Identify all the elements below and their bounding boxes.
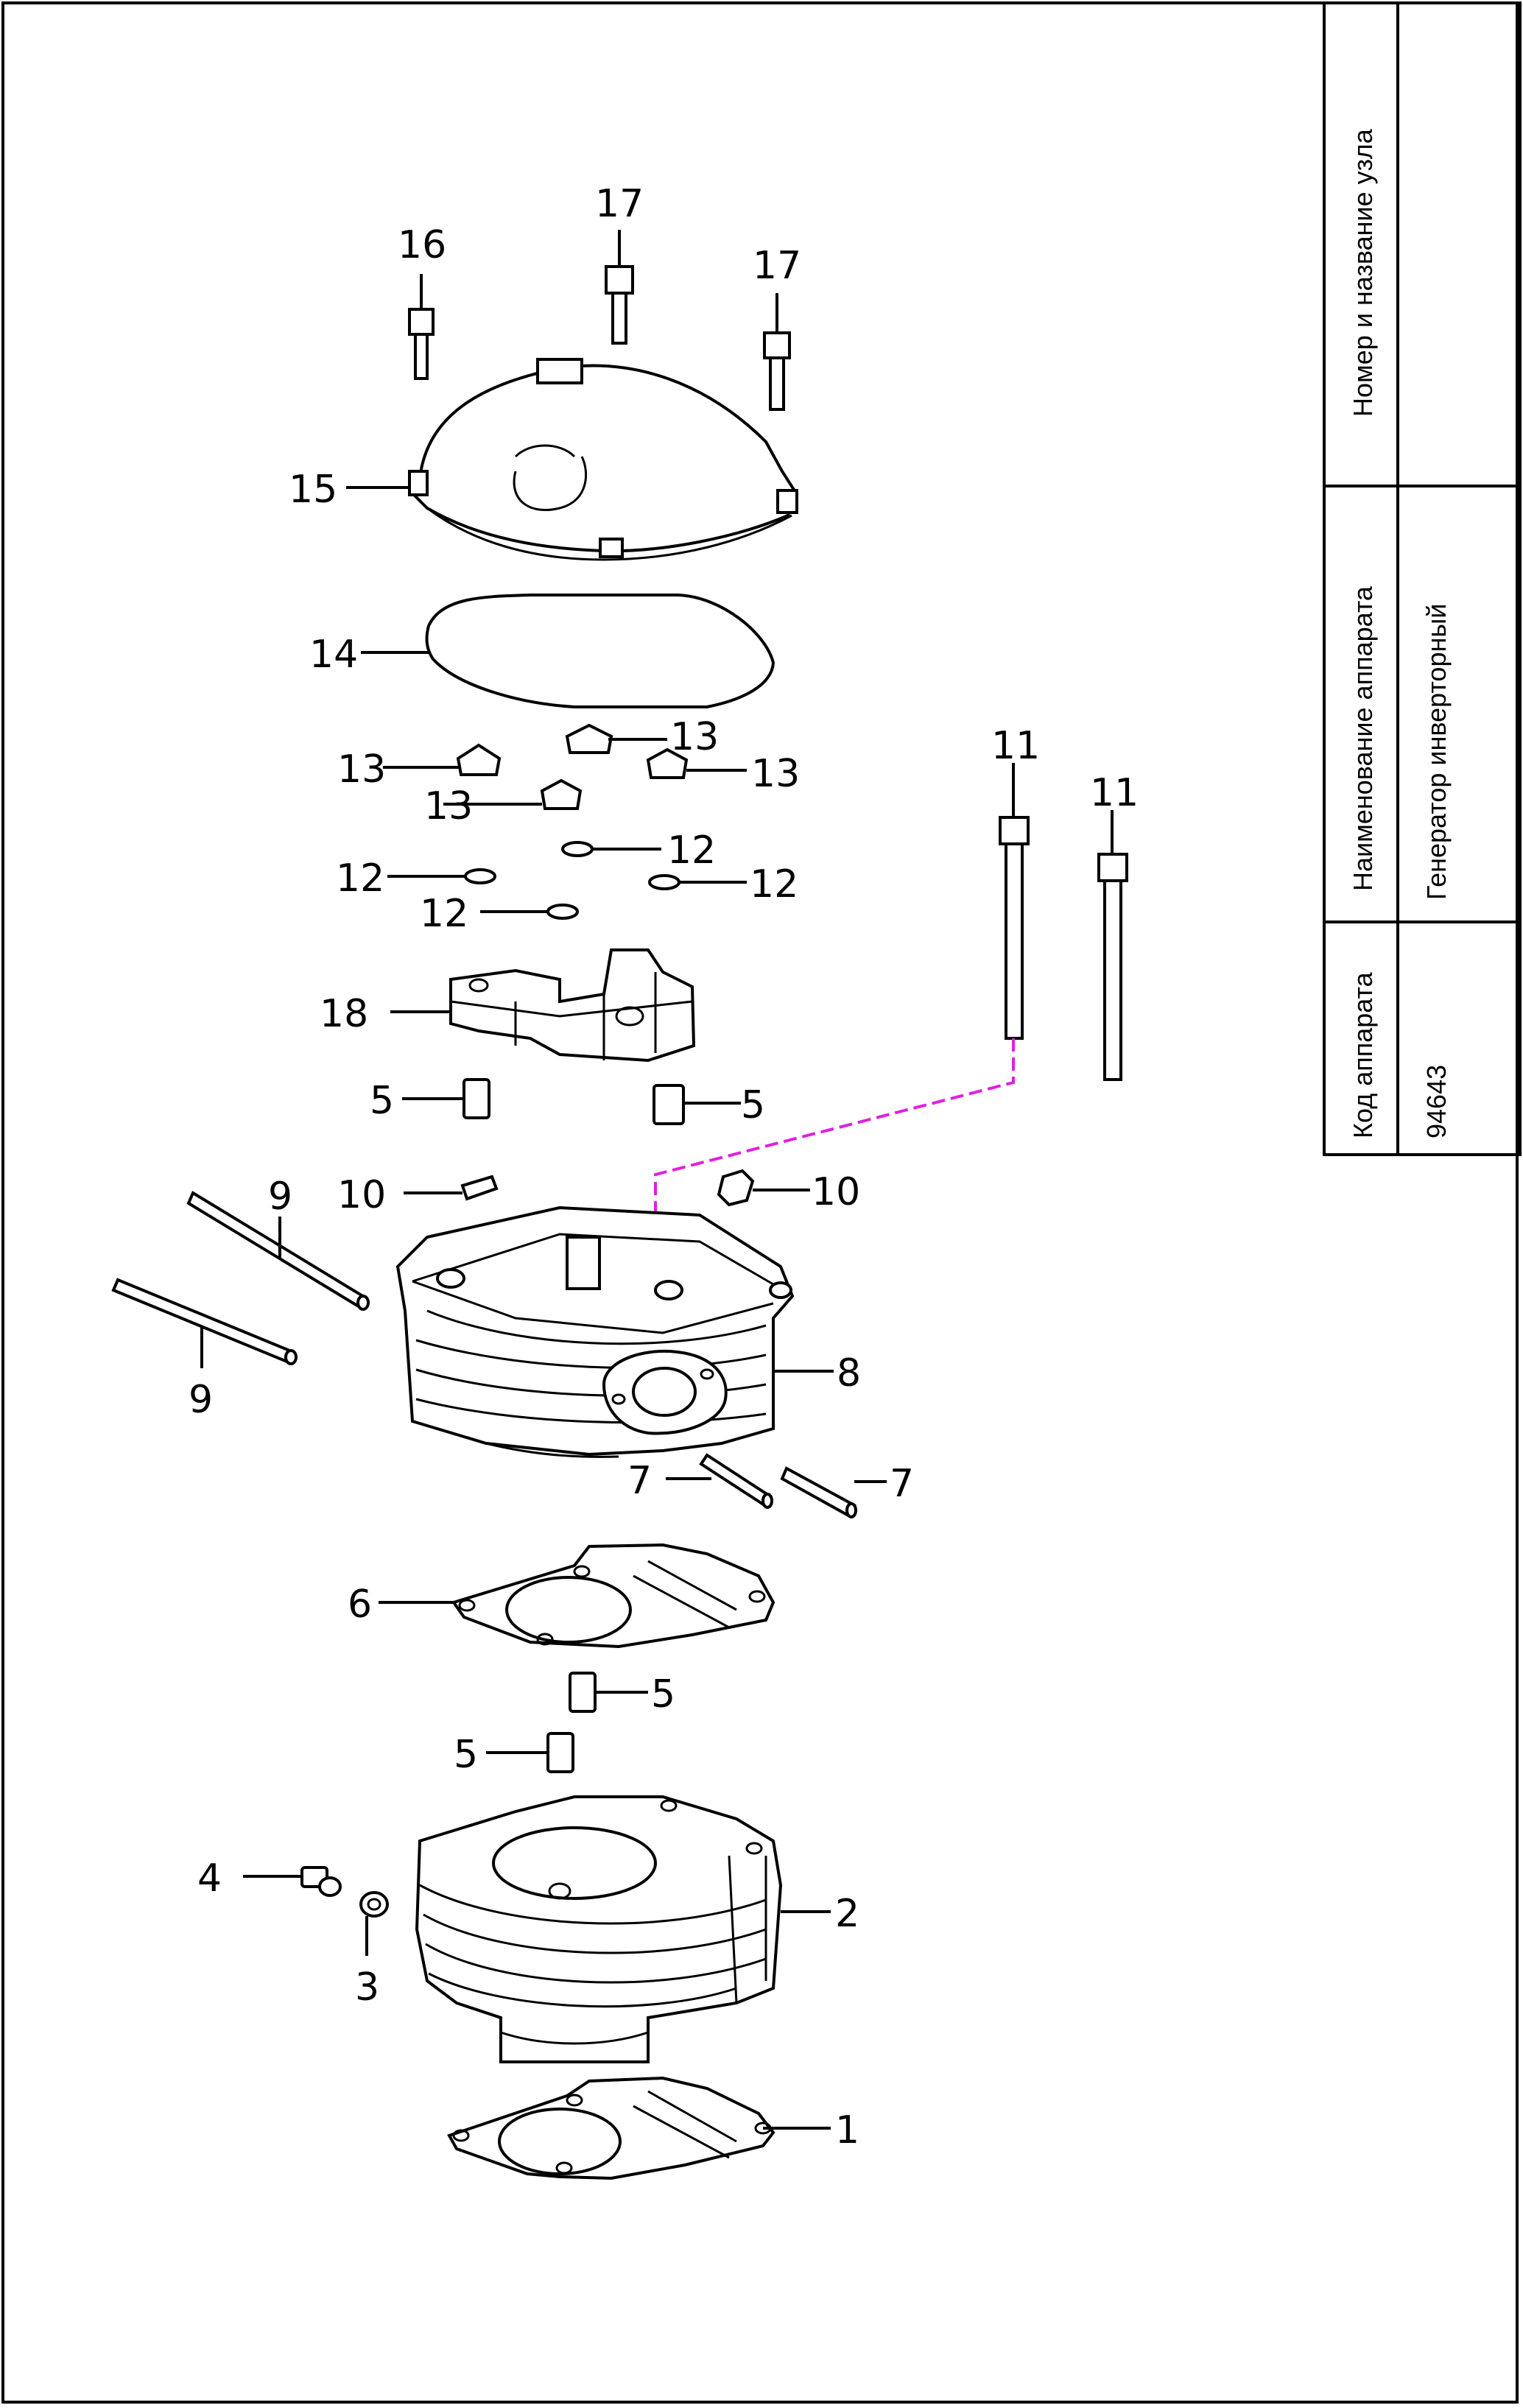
callout-18: 18 [320,992,368,1036]
washer-12-b [464,868,496,884]
callout-11: 11 [1090,771,1139,815]
title-block: Номер и название узла Наименование аппар… [1323,1,1522,1156]
dowel-5-c [569,1672,597,1713]
washer-3 [359,1891,389,1918]
callout-11: 11 [991,724,1040,768]
nut-13-b [456,743,502,776]
callout-5: 5 [651,1672,675,1717]
dowel-5-d [546,1732,574,1773]
title-block-device-name-label-cell: Наименование аппарата [1323,485,1399,923]
callout-2: 2 [835,1892,859,1936]
callout-12: 12 [667,828,716,873]
callout-12: 12 [336,856,384,901]
title-block-device-code-label-cell: Код аппарата [1323,920,1399,1156]
plug-10-b [717,1169,755,1207]
pin-7-b [780,1466,857,1518]
cylinder-block [415,1795,783,2063]
callout-12: 12 [420,892,468,936]
camshaft-holder [449,948,696,1063]
plug-10-a [460,1175,499,1201]
callout-17: 17 [595,182,644,226]
callout-13: 13 [337,747,386,792]
rod-9-upper [186,1191,370,1311]
device-code-value: 94643 [1421,1064,1452,1138]
callout-labels: 16 17 17 15 14 13 13 13 13 12 12 12 12 1… [189,182,1139,2152]
callout-9: 9 [189,1378,213,1422]
bolt-17-right [763,331,791,411]
washer-12-c [648,874,680,890]
title-block-node-value-cell [1396,1,1522,487]
node-label: Номер и название узла [1348,129,1378,417]
device-name-label: Наименование аппарата [1348,586,1378,891]
dowel-5-a [462,1078,490,1119]
device-code-label: Код аппарата [1348,972,1378,1138]
callout-10: 10 [812,1170,860,1214]
stud-11-a [999,816,1030,1040]
callout-5: 5 [370,1079,394,1123]
bolt-16 [408,308,435,380]
callout-13: 13 [751,752,800,796]
assembly-link-line [654,1038,1015,1228]
washer-12-a [561,841,594,857]
nut-13-c [646,747,689,779]
callout-8: 8 [837,1351,861,1395]
callout-14: 14 [309,633,358,677]
callout-7: 7 [627,1459,652,1503]
callout-13: 13 [670,715,719,759]
callout-4: 4 [197,1856,222,1901]
bolt-17-center [605,265,634,345]
callout-15: 15 [289,468,337,512]
callout-3: 3 [355,1965,379,2010]
dowel-5-b [653,1084,685,1125]
pin-7-a [699,1453,773,1509]
title-block-device-code-value-cell: 94643 [1396,920,1522,1156]
callout-5: 5 [454,1733,478,1777]
leader-lines [200,230,1114,2130]
nut-13-d [540,778,583,810]
callout-7: 7 [890,1462,914,1506]
cylinder-head [395,1205,795,1458]
cylinder-head-cover [408,358,798,561]
title-block-node-label-cell: Номер и название узла [1323,1,1399,487]
cover-gasket [425,594,775,708]
head-gasket [451,1543,775,1649]
callout-9: 9 [268,1175,292,1219]
washer-12-d [546,904,579,920]
callout-12: 12 [750,862,798,906]
nut-13-a [565,723,613,754]
callout-13: 13 [424,784,473,828]
fitting-4 [300,1866,342,1897]
callout-16: 16 [398,223,446,267]
rod-9-lower [111,1278,298,1365]
callout-10: 10 [337,1173,386,1217]
title-block-device-name-value-cell: Генератор инверторный [1396,485,1522,923]
stud-11-b [1097,853,1128,1081]
callout-5: 5 [741,1083,765,1127]
base-gasket [447,2076,775,2180]
device-name-value: Генератор инверторный [1421,603,1452,900]
callout-6: 6 [348,1583,372,1627]
callout-1: 1 [835,2108,859,2152]
callout-17: 17 [753,244,801,288]
